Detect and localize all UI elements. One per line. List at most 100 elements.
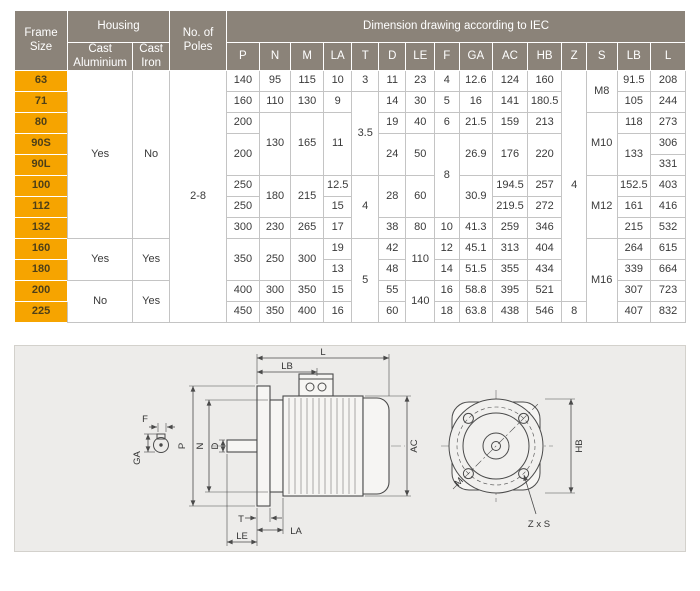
dim-label-AC: AC — [409, 439, 420, 452]
spec-cell: 200 — [226, 133, 260, 176]
dim-label-P: P — [177, 443, 188, 449]
spec-cell: 8 — [561, 301, 587, 323]
spec-cell: 3 — [351, 70, 379, 92]
spec-cell: 350 — [258, 301, 292, 323]
spec-cell: 250 — [258, 238, 292, 281]
spec-cell: 30.9 — [458, 175, 494, 218]
spec-cell: 12.5 — [322, 175, 353, 197]
spec-cell: 208 — [650, 70, 686, 92]
spec-cell: 140 — [226, 70, 260, 92]
frame-size-cell: 132 — [13, 217, 69, 239]
spec-cell: 41.3 — [458, 217, 494, 239]
spec-cell: 51.5 — [458, 259, 494, 281]
frame-size-cell: 63 — [13, 70, 69, 92]
spec-cell: 15 — [322, 196, 353, 218]
shaft-center — [159, 443, 163, 447]
spec-cell: 331 — [650, 154, 686, 176]
spec-cell: 615 — [650, 238, 686, 260]
dim-column-header: S — [585, 42, 618, 71]
cast-aluminium-header: Cast Aluminium — [67, 42, 134, 71]
spec-cell: 11 — [322, 112, 353, 176]
spec-cell: 24 — [377, 133, 407, 176]
spec-cell: Yes — [132, 238, 170, 281]
spec-cell: 118 — [616, 112, 652, 134]
cast-iron-header: Cast Iron — [132, 42, 170, 71]
bolt-hole — [462, 412, 474, 424]
spec-cell: 307 — [616, 280, 652, 302]
spec-cell: 521 — [526, 280, 563, 302]
spec-cell: 16 — [434, 280, 460, 302]
spec-cell: 152.5 — [616, 175, 652, 197]
dim-label-LB: LB — [281, 361, 293, 372]
spec-cell: 58.8 — [458, 280, 494, 302]
spec-cell: 110 — [258, 91, 292, 113]
dim-column-header: N — [258, 42, 292, 71]
shaft-end-detail — [153, 433, 169, 453]
motor-dimension-table: Frame Size Housing No. of Poles Dimensio… — [13, 10, 686, 323]
dim-column-header: D — [377, 42, 407, 71]
dim-label-ZxS: Z x S — [528, 519, 550, 530]
frame-size-cell: 180 — [13, 259, 69, 281]
spec-cell: 346 — [526, 217, 563, 239]
dim-column-header: L — [650, 42, 686, 71]
dim-label-N: N — [195, 442, 206, 449]
spec-cell: M10 — [585, 112, 618, 176]
spec-cell: 23 — [405, 70, 436, 92]
frame-size-cell: 112 — [13, 196, 69, 218]
front-view — [448, 398, 544, 494]
spec-cell: 110 — [405, 238, 436, 281]
spec-cell: 200 — [226, 112, 260, 134]
spec-cell: 306 — [650, 133, 686, 155]
spec-cell: M12 — [585, 175, 618, 239]
bearing-shield — [269, 399, 284, 493]
dim-label-LA: LA — [290, 526, 302, 537]
spec-cell: 48 — [377, 259, 407, 281]
spec-cell: 105 — [616, 91, 652, 113]
dim-label-D: D — [210, 442, 221, 449]
spec-cell: 213 — [526, 112, 563, 134]
spec-cell: No — [132, 70, 170, 239]
spec-cell: 12.6 — [458, 70, 494, 92]
shaft-section — [153, 437, 169, 453]
dim-label-L: L — [320, 347, 325, 358]
dim-label-GA: GA — [132, 450, 143, 464]
spec-cell: 4 — [561, 70, 587, 302]
spec-cell: 339 — [616, 259, 652, 281]
spec-cell: 194.5 — [492, 175, 528, 197]
spec-cell: 264 — [616, 238, 652, 260]
spec-cell: 16 — [458, 91, 494, 113]
dim-column-header: LB — [616, 42, 652, 71]
spec-cell: 4 — [434, 70, 460, 92]
spec-cell: 8 — [434, 133, 460, 218]
spec-cell: 55 — [377, 280, 407, 302]
spec-cell: 215 — [290, 175, 324, 218]
spec-cell: 257 — [526, 175, 563, 197]
frame-size-cell: 160 — [13, 238, 69, 260]
dim-column-header: AC — [492, 42, 528, 71]
spec-cell: 219.5 — [492, 196, 528, 218]
spec-cell: 664 — [650, 259, 686, 281]
bolt-hole — [518, 412, 530, 424]
spec-cell: 10 — [434, 217, 460, 239]
spec-cell: 165 — [290, 112, 324, 176]
spec-cell: 723 — [650, 280, 686, 302]
spec-cell: 45.1 — [458, 238, 494, 260]
spec-cell: Yes — [132, 280, 170, 323]
spec-cell: 404 — [526, 238, 563, 260]
spec-cell: 244 — [650, 91, 686, 113]
spec-cell: 176 — [492, 133, 528, 176]
cable-gland — [317, 382, 327, 392]
bolt-hole — [462, 468, 474, 480]
spec-cell: 14 — [377, 91, 407, 113]
housing-header: Housing — [67, 10, 170, 43]
spec-cell: 91.5 — [616, 70, 652, 92]
spec-cell: 265 — [290, 217, 324, 239]
spec-cell: 130 — [258, 112, 292, 176]
spec-cell: 63.8 — [458, 301, 494, 323]
